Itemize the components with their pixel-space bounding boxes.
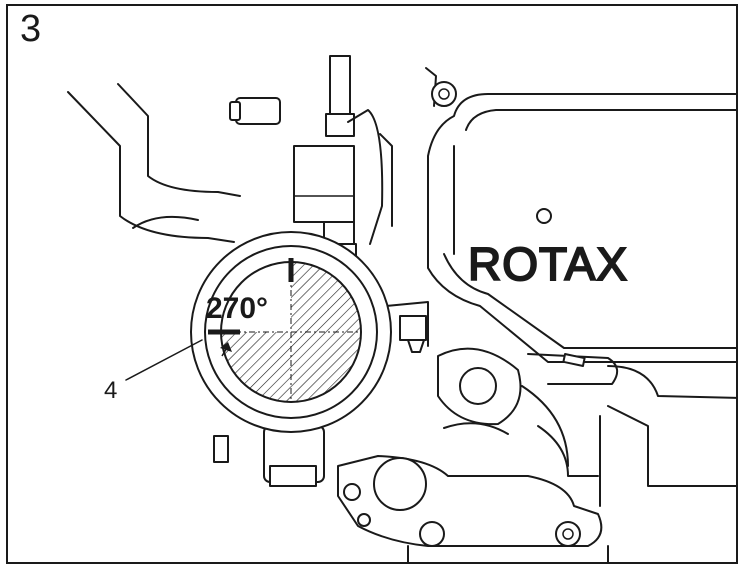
bottom-bracket xyxy=(213,425,609,562)
upper-mechanism xyxy=(229,55,457,263)
lower-engine xyxy=(385,301,736,507)
rotation-arrow-icon xyxy=(220,342,232,357)
engine-illustration: ROTAX xyxy=(67,55,736,562)
valve-cover: ROTAX xyxy=(427,93,736,363)
angle-label: 270° xyxy=(206,292,268,325)
figure-number: 3 xyxy=(20,8,42,50)
magnified-view: 270° xyxy=(190,231,392,433)
logo-text: ROTAX xyxy=(468,238,628,290)
callout-number: 4 xyxy=(104,377,117,404)
figure-frame: 3 xyxy=(6,4,738,564)
engine-bracket xyxy=(67,83,241,243)
callout-4: 4 xyxy=(104,339,203,404)
